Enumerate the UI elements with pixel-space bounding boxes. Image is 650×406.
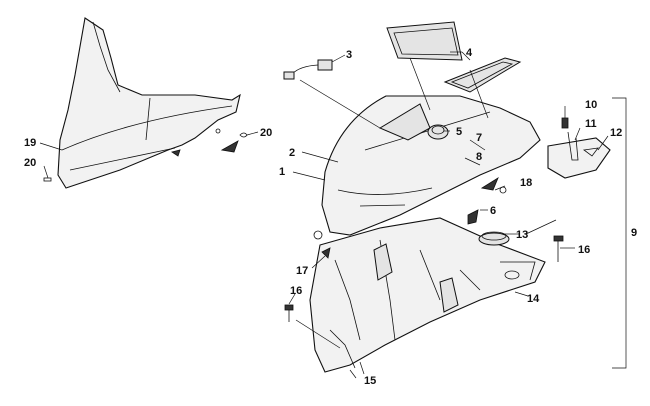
callout-10: 10 [585,99,597,111]
callout-20-left: 20 [24,157,36,169]
callout-18: 18 [520,177,532,189]
callout-5: 5 [456,126,462,138]
lower-hood-body [309,217,546,373]
group-bracket-9 [612,97,627,369]
callout-1: 1 [279,166,285,178]
bolt-16-right [553,235,564,262]
callout-20-right: 20 [260,127,272,139]
clip-17 [313,230,331,259]
vent-handle [478,231,510,246]
callout-16-right: 16 [578,244,590,256]
deflector-panel-upper [386,21,463,61]
callout-12: 12 [610,127,622,139]
callout-9: 9 [631,227,637,239]
front-nose-panel [321,95,541,236]
screw-20-right [239,132,248,138]
callout-15: 15 [364,375,376,387]
deflector-panel-lower [443,57,522,93]
latch-clip [467,209,479,225]
bolt-10 [561,117,569,129]
callout-2: 2 [289,147,295,159]
callout-14: 14 [527,293,540,305]
callout-4: 4 [466,47,473,59]
gauge-bezel [427,124,449,140]
callout-3: 3 [346,49,352,61]
arrow-indicator-right [480,176,499,191]
windshield [57,17,241,189]
callout-17: 17 [296,265,308,277]
leader-lines [39,51,609,379]
callout-19: 19 [24,137,36,149]
callout-7: 7 [476,132,482,144]
callout-6: 6 [490,205,496,217]
callout-11: 11 [585,118,597,130]
wiring-harness [283,59,333,80]
mount-bracket [547,131,611,179]
callout-8: 8 [476,151,482,163]
callout-13: 13 [516,229,528,241]
bolt-16-left [284,304,294,322]
arrow-indicator-left [220,140,239,153]
callout-16-left: 16 [290,285,302,297]
screw-20-left [43,177,52,182]
